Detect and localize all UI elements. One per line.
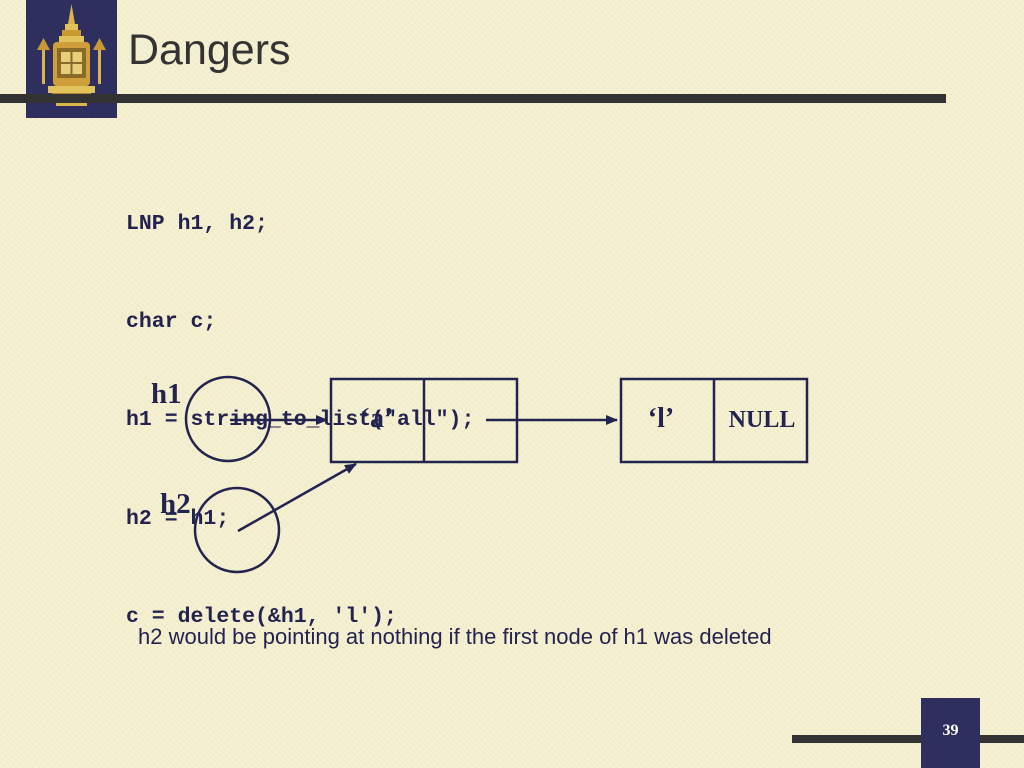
pointer-label-h1: h1: [151, 378, 182, 410]
node-next-2: NULL: [729, 407, 796, 433]
code-line: c = delete(&h1, 'l');: [126, 605, 397, 630]
slide-title: Dangers: [128, 26, 291, 74]
title-underline-bar: [0, 94, 946, 103]
caption-text: h2 would be pointing at nothing if the f…: [138, 624, 772, 649]
footer-bar: [792, 735, 1024, 743]
pointer-circle-h2: [193, 486, 281, 574]
code-line: char c;: [126, 309, 217, 334]
page-number-box: [921, 698, 980, 768]
code-line: LNP h1, h2;: [126, 211, 268, 236]
pointer-label-h2: h2: [160, 488, 191, 520]
code-block: LNP h1, h2; char c; h1 = string_to_list(…: [126, 142, 474, 667]
node-data-2: ‘l’: [648, 403, 674, 434]
node-data-1: ‘a’: [361, 403, 394, 434]
page-number: 39: [942, 722, 959, 739]
arrow-h2-to-node1: [237, 462, 357, 533]
